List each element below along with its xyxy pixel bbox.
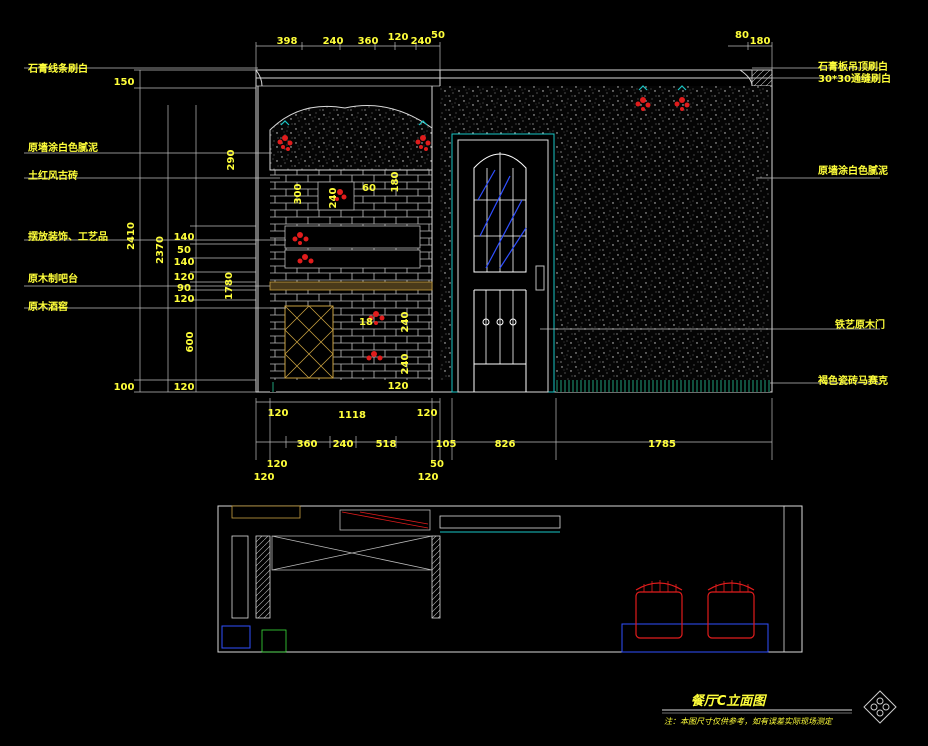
- dim-left-2410: 2410: [126, 222, 137, 250]
- dim-bottom-50: 50: [430, 459, 444, 470]
- top-dimensions: 398 240 360 120 240 50 80 180: [277, 30, 771, 47]
- label-grid-seam: 30*30通缝刷白: [818, 72, 891, 85]
- dim-top-50: 50: [431, 30, 445, 41]
- wall-dimensions: 290 300 240 60 180 18 240 240 120: [226, 150, 411, 392]
- dim-top-180: 180: [750, 36, 771, 47]
- dim-wall-180: 180: [390, 172, 401, 193]
- chair-left: [635, 580, 683, 639]
- dim-wall-120: 120: [388, 381, 409, 392]
- dim-wall-240c: 240: [400, 354, 411, 375]
- label-decor-display: 摆放装饰、工艺品: [28, 230, 108, 243]
- label-gypsum-ceiling: 石膏板吊顶刷白: [817, 60, 888, 73]
- label-wall-putty-left: 原墙涂白色腻泥: [28, 141, 98, 154]
- dim-top-240: 240: [323, 36, 344, 47]
- dim-top-240b: 240: [411, 36, 432, 47]
- mosaic-baseboard: [556, 380, 770, 392]
- dim-left-2370: 2370: [155, 236, 166, 264]
- dim-top-80: 80: [735, 30, 749, 41]
- dim-bottom-826: 826: [495, 439, 516, 450]
- left-material-labels: 石膏线条刷白 原墙涂白色腻泥 土红风古砖 摆放装饰、工艺品 原木制吧台 原木酒窖: [27, 62, 108, 313]
- brick-wall: [257, 86, 433, 392]
- dim-wall-290: 290: [226, 150, 237, 171]
- dim-top-360: 360: [358, 36, 379, 47]
- lamp-fixtures: [280, 85, 687, 126]
- dim-bottom-1785: 1785: [648, 439, 676, 450]
- label-antique-brick: 土红风古砖: [28, 169, 78, 182]
- dim-wall-240b: 240: [400, 312, 411, 333]
- decor-plants: [277, 97, 690, 361]
- label-mosaic: 褐色瓷砖马赛克: [817, 374, 888, 387]
- drawing-title: 餐厅C立面图: [691, 693, 768, 709]
- dim-inner-140b: 140: [174, 257, 195, 268]
- dim-bottom-360: 360: [297, 439, 318, 450]
- dim-bottom-120d: 120: [254, 472, 275, 483]
- dim-bottom-105: 105: [436, 439, 457, 450]
- bottom-dimensions: 120 1118 120 360 240 518 105 826 1785 12…: [254, 408, 676, 483]
- title-block: 餐厅C立面图 注：本图尺寸仅供参考，如有误差实际现场测定: [662, 690, 897, 726]
- dimension-lines: [24, 42, 880, 460]
- left-dimensions: 150 2410 2370 100 140 50 140 120 90 120 …: [114, 77, 235, 393]
- dim-inner-90: 90: [177, 283, 191, 294]
- dim-inner-140a: 140: [174, 232, 195, 243]
- iron-wood-door: [451, 133, 555, 393]
- dim-bottom-120c: 120: [267, 459, 288, 470]
- logo-mark: [863, 690, 897, 724]
- floor-plan: [217, 505, 803, 653]
- label-wall-putty-right: 原墙涂白色腻泥: [818, 164, 888, 177]
- dim-bottom-518: 518: [376, 439, 397, 450]
- dim-left-100: 100: [114, 382, 135, 393]
- dim-bottom-120e: 120: [418, 472, 439, 483]
- dim-inner-1780: 1780: [224, 272, 235, 300]
- dim-inner-120c: 120: [174, 382, 195, 393]
- label-gypsum-line: 石膏线条刷白: [27, 62, 88, 75]
- dim-inner-120b: 120: [174, 294, 195, 305]
- dim-inner-50: 50: [177, 245, 191, 256]
- dim-wall-300: 300: [293, 184, 304, 205]
- label-iron-door: 铁艺原木门: [835, 318, 885, 331]
- dim-wall-18: 18: [359, 317, 373, 328]
- dim-inner-600: 600: [185, 332, 196, 353]
- dim-top-120: 120: [388, 32, 409, 43]
- dim-top-398: 398: [277, 36, 298, 47]
- label-wine-cellar: 原木酒窖: [28, 300, 68, 313]
- dim-bottom-120a: 120: [268, 408, 289, 419]
- right-material-labels: 石膏板吊顶刷白 30*30通缝刷白 原墙涂白色腻泥 铁艺原木门 褐色瓷砖马赛克: [817, 60, 891, 387]
- dim-bottom-1118: 1118: [338, 410, 366, 421]
- dim-bottom-240: 240: [333, 439, 354, 450]
- drawing-note: 注：本图尺寸仅供参考，如有误差实际现场测定: [664, 717, 833, 726]
- dim-bottom-120b: 120: [417, 408, 438, 419]
- dim-wall-240a: 240: [328, 188, 339, 209]
- dim-left-150: 150: [114, 77, 135, 88]
- chair-right: [707, 580, 755, 639]
- dim-wall-60: 60: [362, 183, 376, 194]
- dim-inner-120a: 120: [174, 272, 195, 283]
- label-wood-bar: 原木制吧台: [28, 272, 78, 285]
